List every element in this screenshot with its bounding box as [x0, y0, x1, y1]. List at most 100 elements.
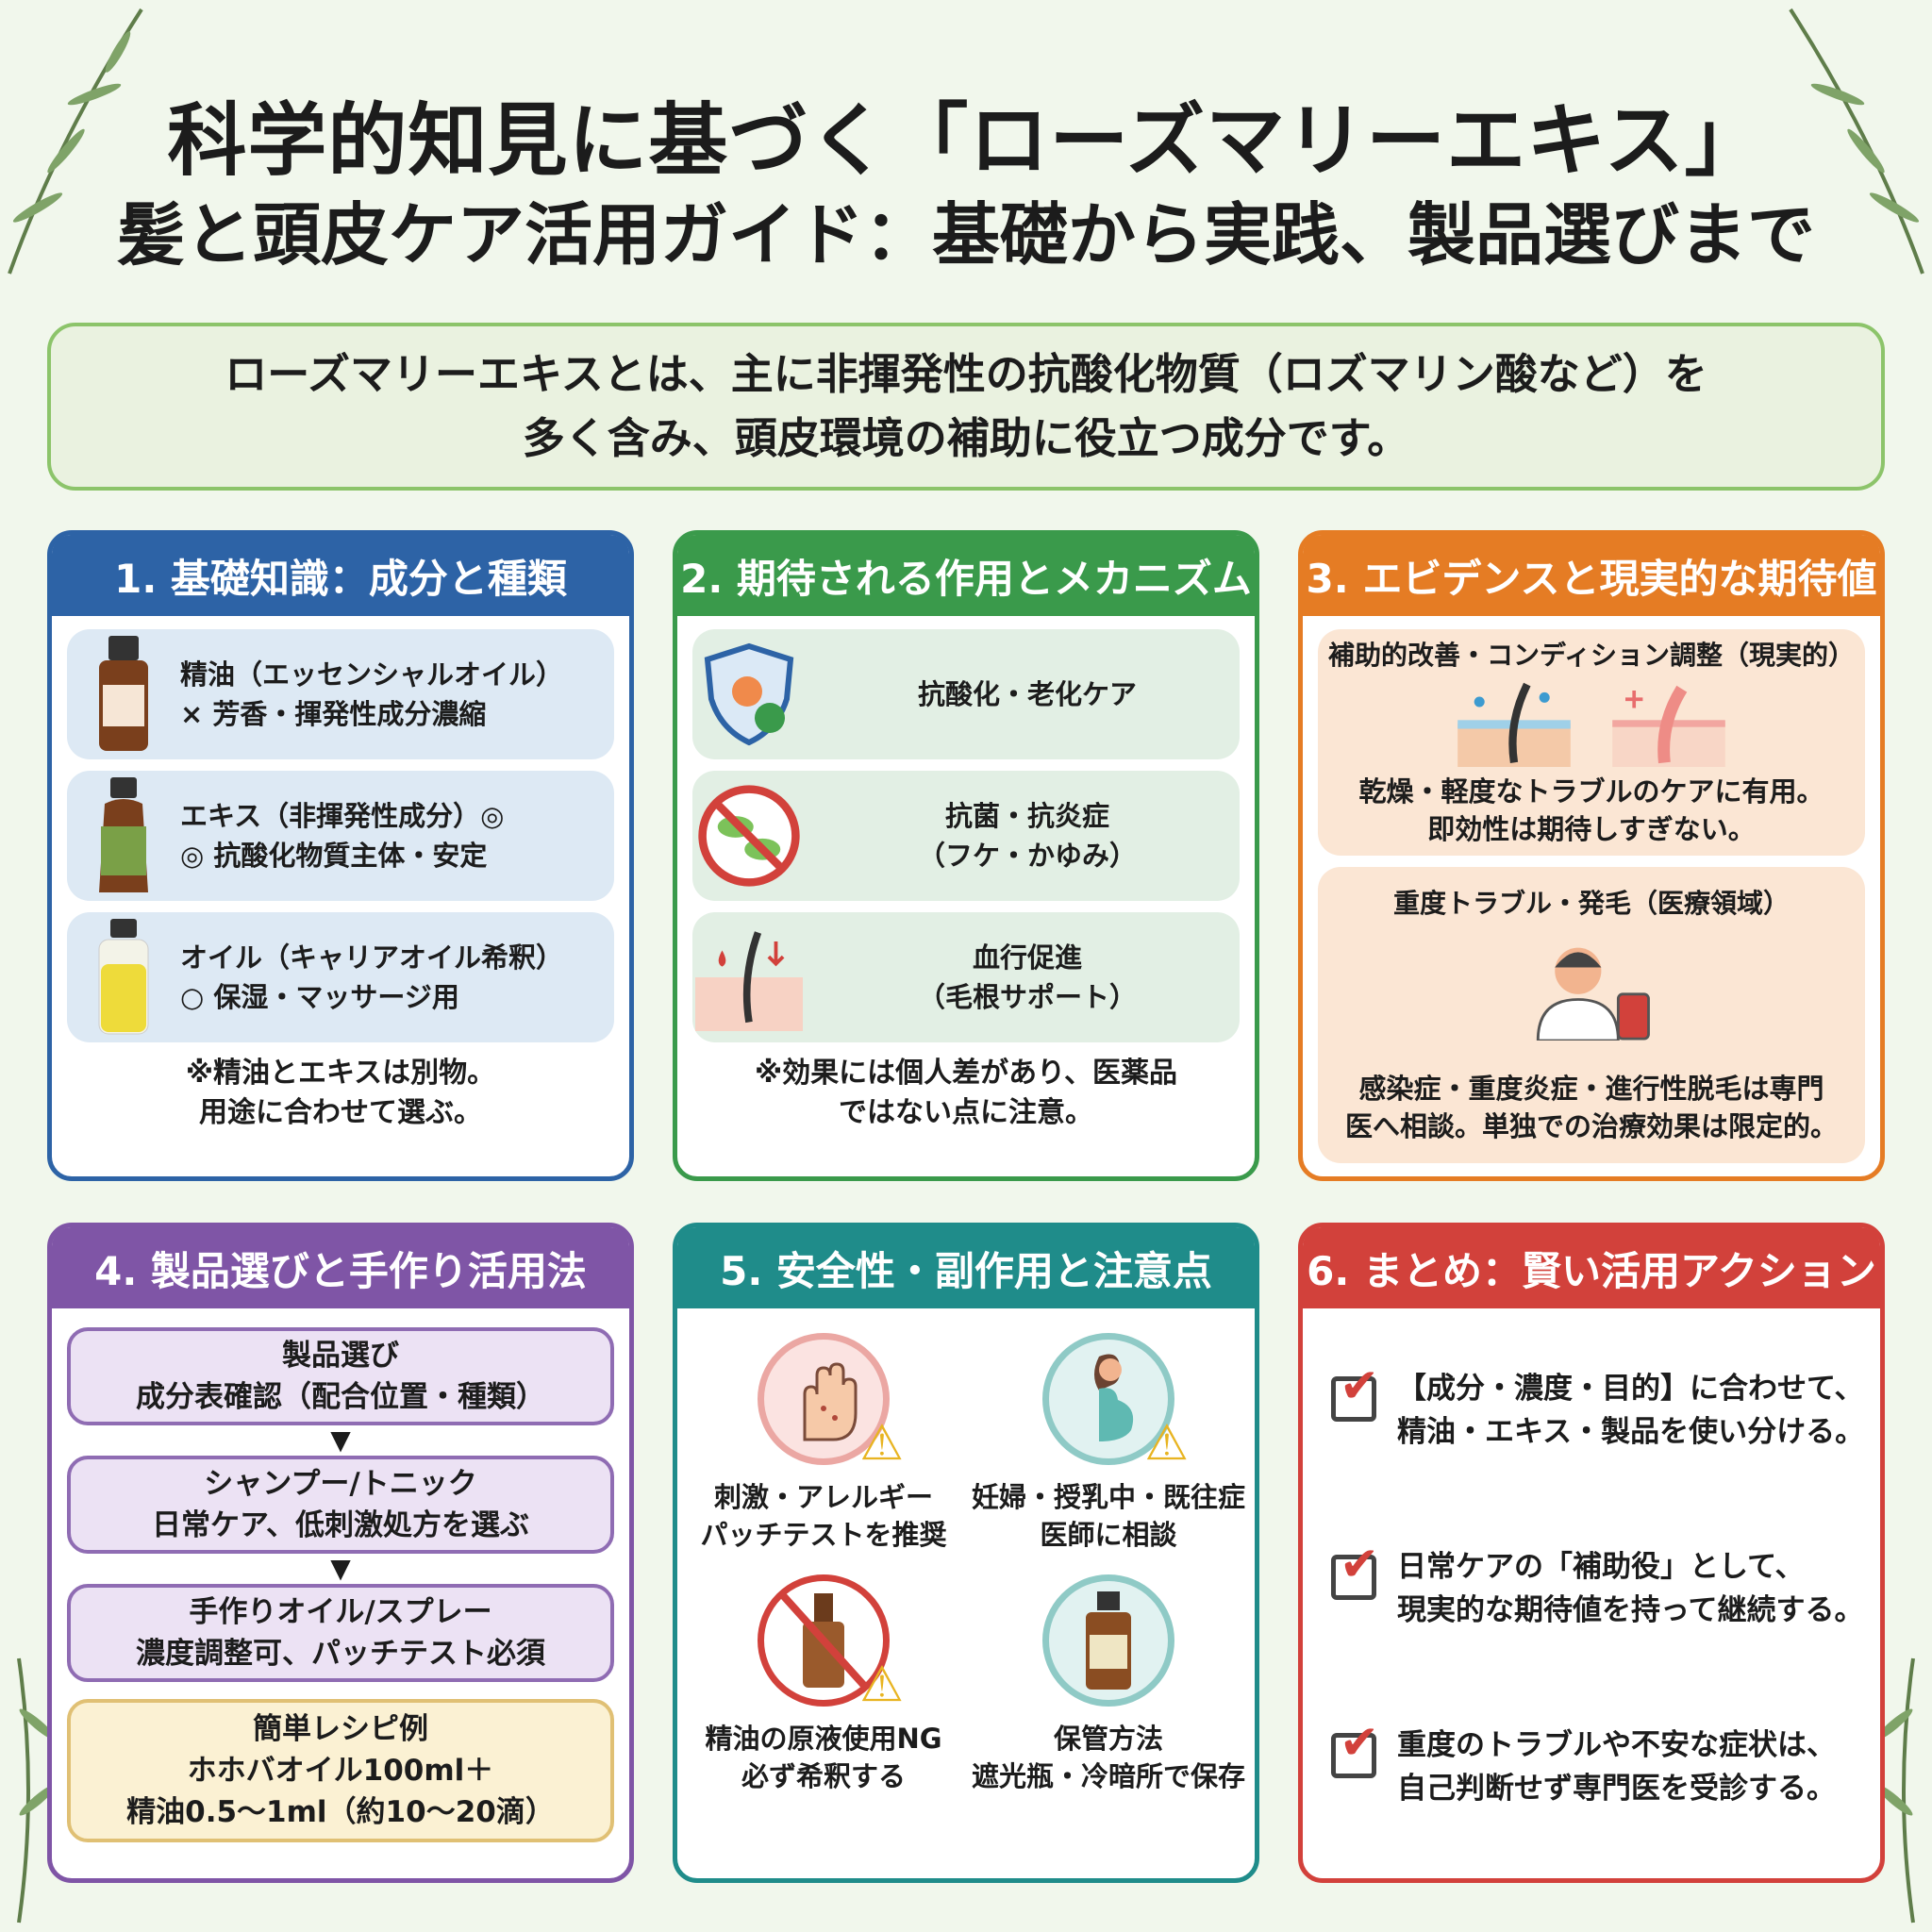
arrow-down-icon: ▼	[330, 1424, 351, 1456]
note-line: 用途に合わせて選ぶ。	[199, 1096, 482, 1129]
shield-icon	[692, 642, 806, 746]
page-title: 科学的知見に基づく「ローズマリーエキス」	[167, 94, 1765, 187]
box-heading: 補助的改善・コンディション調整（現実的）	[1327, 640, 1856, 671]
section-evidence: 3. エビデンスと現実的な期待値 補助的改善・コンディション調整（現実的） 乾燥…	[1298, 530, 1885, 1181]
summary-box: ローズマリーエキスとは、主に非揮発性の抗酸化物質（ロズマリン酸など）を 多く含み…	[47, 323, 1885, 491]
item-detail: 医師に相談	[1040, 1519, 1177, 1551]
item-title: 精油（エッセンシャルオイル）	[180, 658, 564, 691]
list-item: 精油（エッセンシャルオイル） × 芳香・揮発性成分濃縮	[67, 629, 614, 759]
recipe-box: 簡単レシピ例ホホバオイル100ml＋ 精油0.5〜1ml（約10〜20滴）	[67, 1699, 614, 1842]
item-title: オイル（キャリアオイル希釈）	[180, 941, 564, 974]
list-item: 抗菌・抗炎症 （フケ・かゆみ）	[692, 771, 1240, 901]
list-item: 抗酸化・老化ケア	[692, 629, 1240, 759]
step-detail: 成分表確認（配合位置・種類）	[136, 1380, 545, 1414]
item-detail: パッチテストを推奨	[700, 1519, 947, 1551]
warning-icon: ⚠	[1144, 1415, 1189, 1472]
step-detail: 日常ケア、低刺激処方を選ぶ	[152, 1508, 529, 1542]
section-safety: 5. 安全性・副作用と注意点 ⚠ 刺激・アレルギーパッチテストを推奨 ⚠ 妊婦・授乳…	[673, 1223, 1259, 1883]
carrier-oil-bottle-icon	[67, 919, 180, 1036]
item-title: 抗菌・抗炎症	[944, 800, 1109, 832]
note-line: ではない点に注意。	[839, 1096, 1093, 1129]
list-item: エキス（非揮発性成分）◎◎ 抗酸化物質主体・安定	[67, 771, 614, 901]
note-line: ※精油とエキスは別物。	[185, 1057, 496, 1090]
recipe-title: 簡単レシピ例	[253, 1712, 428, 1746]
flow-step: 製品選び成分表確認（配合位置・種類）	[67, 1327, 614, 1425]
box-text: 即効性は期待しすぎない。	[1427, 813, 1756, 845]
safety-item: ⚠ 精油の原液使用NG 必ず希釈する	[681, 1574, 966, 1795]
summary-line: ローズマリーエキスとは、主に非揮発性の抗酸化物質（ロズマリン酸など）を	[225, 349, 1707, 399]
list-item: オイル（キャリアオイル希釈） ○ 保湿・マッサージ用	[67, 912, 614, 1042]
item-detail: 遮光瓶・冷暗所で保存	[971, 1760, 1245, 1792]
rosemary-sprig-icon	[1875, 1657, 1915, 1924]
step-detail: 濃度調整可、パッチテスト必須	[136, 1637, 545, 1671]
recipe-line: 精油0.5〜1ml（約10〜20滴）	[126, 1795, 555, 1829]
action-text: 【成分・濃度・目的】に合わせて、	[1397, 1372, 1864, 1407]
action-item: ✔ 日常ケアの「補助役」として、現実的な期待値を持って継続する。	[1331, 1541, 1865, 1632]
section-products: 4. 製品選びと手作り活用法 製品選び成分表確認（配合位置・種類） ▼ シャンプ…	[47, 1223, 634, 1883]
item-detail: × 芳香・揮発性成分濃縮	[180, 698, 487, 730]
extract-bottle-icon	[67, 777, 180, 894]
item-detail: （毛根サポート）	[917, 981, 1137, 1013]
step-title: 手作りオイル/スプレー	[189, 1595, 492, 1629]
moisturized-scalp-icon	[1457, 682, 1571, 767]
step-title: シャンプー/トニック	[204, 1467, 477, 1501]
checkbox-checked-icon: ✔	[1331, 1541, 1379, 1600]
safety-item: ⚠ 妊婦・授乳中・既往症医師に相談	[966, 1333, 1251, 1554]
item-title: 精油の原液使用NG	[705, 1723, 942, 1755]
item-detail: （フケ・かゆみ）	[917, 840, 1137, 872]
pregnant-woman-icon: ⚠	[1042, 1333, 1189, 1468]
section-note: ※精油とエキスは別物。用途に合わせて選ぶ。	[67, 1054, 614, 1133]
checkbox-checked-icon: ✔	[1331, 1362, 1379, 1423]
item-detail: ◎ 抗酸化物質主体・安定	[180, 840, 488, 872]
warning-icon: ⚠	[859, 1657, 904, 1713]
no-bacteria-icon	[692, 782, 806, 890]
page-subtitle: 髪と頭皮ケア活用ガイド：基礎から実践、製品選びまで	[116, 195, 1815, 275]
action-text: 日常ケアの「補助役」として、	[1397, 1549, 1805, 1584]
summary-line: 多く含み、頭皮環境の補助に役立つ成分です。	[522, 413, 1410, 463]
section-title: 3. エビデンスと現実的な期待値	[1303, 535, 1880, 616]
note-line: ※効果には個人差があり、医薬品	[755, 1057, 1177, 1090]
action-text: 現実的な期待値を持って継続する。	[1397, 1592, 1864, 1627]
rosemary-sprig-icon	[1789, 8, 1924, 275]
doctor-icon	[1325, 942, 1857, 1050]
item-title: 保管方法	[1053, 1723, 1163, 1755]
list-item: 血行促進 （毛根サポート）	[692, 912, 1240, 1042]
safety-item: ⚠ 刺激・アレルギーパッチテストを推奨	[681, 1333, 966, 1554]
action-text: 重度のトラブルや不安な症状は、	[1397, 1727, 1836, 1762]
item-title: 妊婦・授乳中・既往症	[971, 1481, 1245, 1513]
item-title: 抗酸化・老化ケア	[917, 678, 1137, 710]
flow-step: シャンプー/トニック日常ケア、低刺激処方を選ぶ	[67, 1456, 614, 1554]
soothed-scalp-icon	[1612, 685, 1725, 767]
section-note: ※効果には個人差があり、医薬品ではない点に注意。	[692, 1054, 1240, 1133]
box-text: 医へ相談。単独での治療効果は限定的。	[1344, 1110, 1838, 1143]
box-text: 乾燥・軽度なトラブルのケアに有用。	[1358, 775, 1824, 808]
rosemary-sprig-icon	[8, 8, 143, 275]
action-text: 精油・エキス・製品を使い分ける。	[1397, 1415, 1865, 1450]
rosemary-sprig-icon	[17, 1657, 57, 1924]
arrow-down-icon: ▼	[330, 1553, 351, 1584]
hair-follicle-icon	[692, 924, 806, 1031]
checkbox-checked-icon: ✔	[1331, 1719, 1379, 1778]
item-detail: 必ず希釈する	[741, 1760, 906, 1792]
item-title: 刺激・アレルギー	[713, 1481, 933, 1513]
warning-icon: ⚠	[859, 1415, 904, 1472]
step-title: 製品選び	[282, 1339, 399, 1373]
box-heading: 重度トラブル・発毛（医療領域）	[1392, 887, 1790, 919]
essential-oil-bottle-icon	[67, 636, 180, 753]
flow-step: 手作りオイル/スプレー濃度調整可、パッチテスト必須	[67, 1584, 614, 1682]
action-item: ✔ 【成分・濃度・目的】に合わせて、精油・エキス・製品を使い分ける。	[1331, 1362, 1865, 1454]
section-title: 5. 安全性・副作用と注意点	[677, 1227, 1255, 1308]
irritated-hand-icon: ⚠	[758, 1333, 904, 1468]
item-detail: ○ 保湿・マッサージ用	[180, 981, 459, 1013]
section-summary-actions: 6. まとめ：賢い活用アクション ✔【成分・濃度・目的】に合わせて、精油・エキス…	[1298, 1223, 1885, 1883]
medical-box: 重度トラブル・発毛（医療領域） 感染症・重度炎症・進行性脱毛は専門 医へ相談。単…	[1318, 867, 1865, 1163]
item-title: 血行促進	[972, 941, 1082, 974]
section-title: 1. 基礎知識：成分と種類	[52, 535, 629, 616]
action-text: 自己判断せず専門医を受診する。	[1397, 1771, 1836, 1806]
section-title: 2. 期待される作用とメカニズム	[677, 535, 1255, 616]
section-title: 4. 製品選びと手作り活用法	[52, 1227, 629, 1308]
action-item: ✔ 重度のトラブルや不安な症状は、自己判断せず専門医を受診する。	[1331, 1719, 1865, 1810]
realistic-box: 補助的改善・コンディション調整（現実的） 乾燥・軽度なトラブルのケアに有用。 即…	[1318, 629, 1865, 856]
no-dropper-bottle-icon: ⚠	[758, 1574, 904, 1709]
recipe-line: ホホバオイル100ml＋	[187, 1754, 494, 1788]
